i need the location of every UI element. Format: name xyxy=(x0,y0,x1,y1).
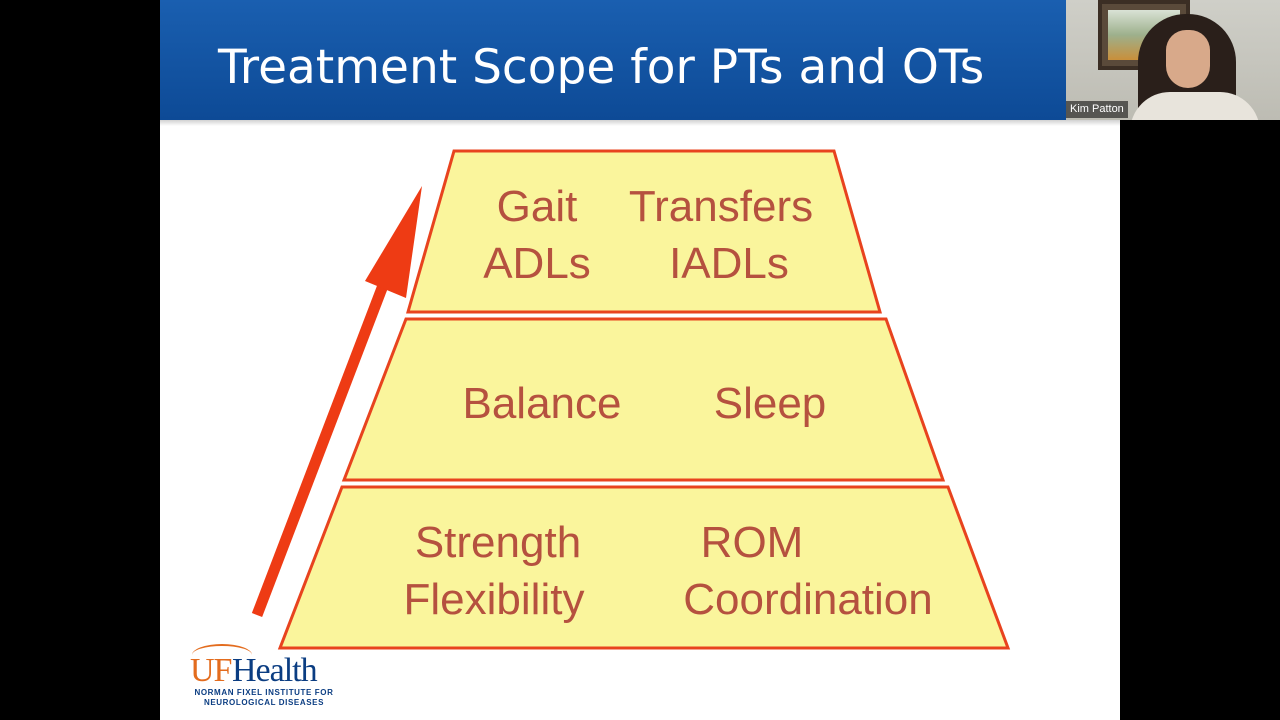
tier-top-item-2: Transfers xyxy=(629,182,813,231)
logo-uf-text: UF xyxy=(190,654,231,688)
presentation-slide: Treatment Scope for PTs and OTs Gait Tra… xyxy=(160,0,1120,720)
tier-top-item-4: IADLs xyxy=(669,239,789,288)
tier-middle-item-1: Balance xyxy=(462,379,621,428)
pyramid-tier-middle xyxy=(344,319,943,480)
participant-shirt xyxy=(1130,92,1260,120)
tier-top-item-3: ADLs xyxy=(483,239,591,288)
tier-middle-item-2: Sleep xyxy=(714,379,827,428)
logo-subtitle: NORMAN FIXEL INSTITUTE FOR NEUROLOGICAL … xyxy=(184,688,344,708)
pyramid-diagram: Gait Transfers ADLs IADLs Balance Sleep … xyxy=(160,0,1120,720)
tier-bottom-item-4: Coordination xyxy=(683,575,933,624)
logo-health-text: Health xyxy=(232,654,317,688)
tier-top-item-1: Gait xyxy=(497,182,578,231)
participant-face xyxy=(1166,30,1210,88)
participant-name-label: Kim Patton xyxy=(1066,101,1128,118)
tier-bottom-item-2: ROM xyxy=(701,518,804,567)
logo-subtitle-line-1: NORMAN FIXEL INSTITUTE FOR xyxy=(184,688,344,698)
uf-health-logo: UF Health NORMAN FIXEL INSTITUTE FOR NEU… xyxy=(184,652,344,712)
participant-video-tile[interactable]: Kim Patton xyxy=(1066,0,1280,120)
pyramid-tier-top xyxy=(408,151,880,312)
tier-bottom-item-1: Strength xyxy=(415,518,581,567)
logo-subtitle-line-2: NEUROLOGICAL DISEASES xyxy=(184,698,344,708)
tier-bottom-item-3: Flexibility xyxy=(404,575,585,624)
